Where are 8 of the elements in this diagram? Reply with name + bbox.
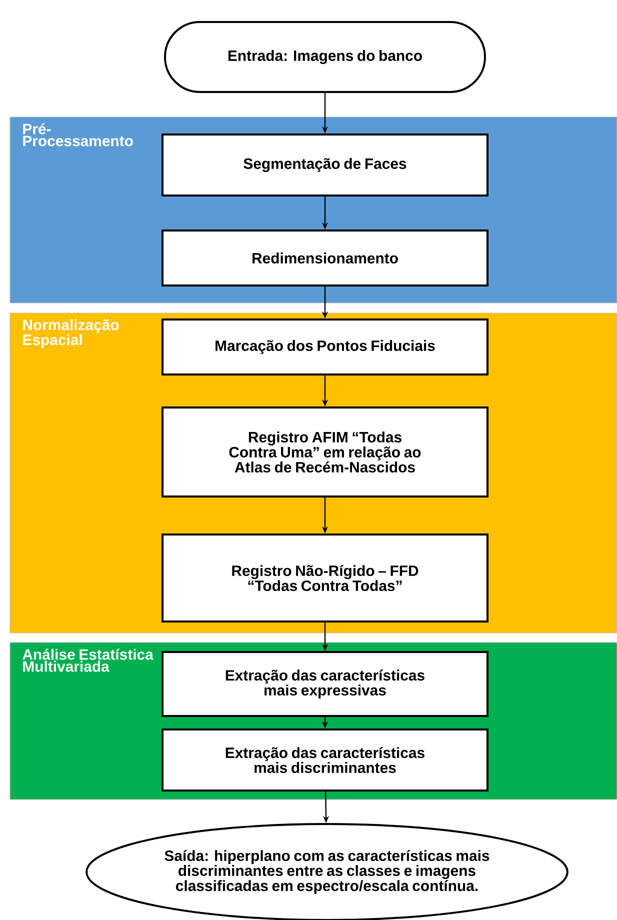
process-box: Redimensionamento bbox=[162, 230, 488, 286]
process-box: Marcação dos Pontos Fiduciais bbox=[162, 318, 488, 376]
process-box: Registro Não-Rígido – FFD “Todas Contra Todas” bbox=[162, 534, 488, 622]
terminal-box: Entrada: Imagens do banco bbox=[164, 21, 486, 93]
process-box: Registro AFIM “Todas Contra Uma” em relação ao Atlas de Recém-Nascidos bbox=[162, 406, 488, 498]
process-box: Segmentação de Faces bbox=[162, 134, 488, 196]
process-box: Extração das características mais expressivas bbox=[162, 651, 488, 717]
process-box: Extração das características mais discriminantes bbox=[162, 728, 488, 792]
